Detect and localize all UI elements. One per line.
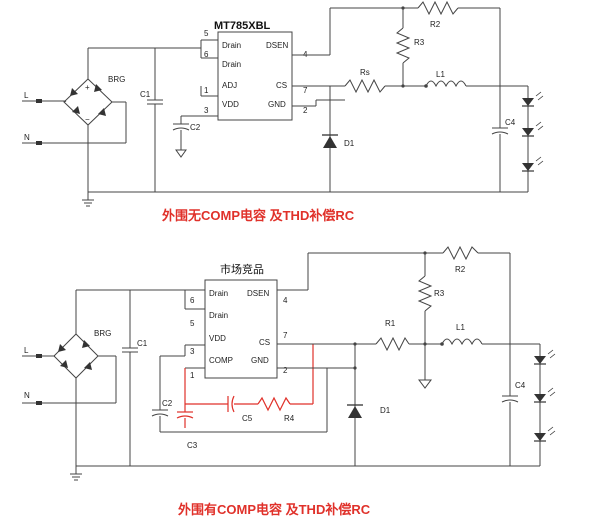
top-rs-label: Rs [360, 68, 370, 77]
bottom-r4-label: R4 [284, 414, 295, 423]
top-pin-vdd: VDD [222, 100, 239, 109]
bottom-r2-label: R2 [455, 265, 466, 274]
bottom-line-n-label: N [24, 391, 30, 400]
top-pin-drain1: Drain [222, 41, 241, 50]
bottom-pin-cs: CS [259, 338, 270, 347]
top-pin-adj: ADJ [222, 81, 237, 90]
bottom-led-3 [533, 426, 556, 442]
bottom-c2-label: C2 [162, 399, 173, 408]
top-bridge-label: BRG [108, 75, 125, 84]
svg-text:+: + [85, 83, 90, 92]
top-caption: 外围无COMP电容 及THD补偿RC [161, 208, 355, 223]
bottom-pin-dsen: DSEN [247, 289, 269, 298]
bottom-schematic: L N BRG C1 市场竞 [22, 245, 556, 481]
bottom-pin-num-5: 5 [190, 319, 195, 328]
top-led-3 [521, 156, 544, 172]
bottom-l1-label: L1 [456, 323, 465, 332]
bottom-comp-network [176, 344, 314, 428]
bottom-led-2 [533, 387, 556, 403]
bottom-c5-label: C5 [242, 414, 253, 423]
bottom-pin-drain2: Drain [209, 311, 228, 320]
top-line-l-label: L [24, 91, 29, 100]
bottom-pin-num-6: 6 [190, 296, 195, 305]
bottom-chip: 市场竞品 Drain Drain VDD COMP DSEN CS GND 6 … [190, 262, 288, 380]
top-led-1 [521, 91, 544, 107]
bottom-c4-label: C4 [515, 381, 526, 390]
bottom-caption: 外围有COMP电容 及THD补偿RC [177, 502, 371, 517]
top-pin-num-5: 5 [204, 29, 209, 38]
bottom-pin-num-4: 4 [283, 296, 288, 305]
top-c2-label: C2 [190, 123, 201, 132]
bottom-pin-num-7: 7 [283, 331, 288, 340]
bottom-chip-title: 市场竞品 [220, 262, 264, 276]
bottom-pin-comp: COMP [209, 356, 233, 365]
top-pin-num-6: 6 [204, 50, 209, 59]
top-pin-num-7: 7 [303, 86, 308, 95]
bottom-pin-num-3: 3 [190, 347, 195, 356]
bottom-led-1 [533, 349, 556, 365]
top-pin-num-2: 2 [303, 106, 308, 115]
top-r2-label: R2 [430, 20, 441, 29]
top-bridge-rectifier: + − BRG [63, 75, 125, 126]
bottom-bridge-rectifier: BRG [53, 329, 111, 379]
svg-text:−: − [85, 115, 90, 124]
bottom-bridge-label: BRG [94, 329, 111, 338]
bottom-d1-label: D1 [380, 406, 391, 415]
bottom-r1-label: R1 [385, 319, 396, 328]
top-led-2 [521, 121, 544, 137]
top-pin-cs: CS [276, 81, 287, 90]
top-r3-label: R3 [414, 38, 425, 47]
bottom-line-l-label: L [24, 346, 29, 355]
top-chip-title: MT785XBL [214, 20, 271, 32]
bottom-c1-label: C1 [137, 339, 148, 348]
top-c1-label: C1 [140, 90, 151, 99]
top-pin-gnd: GND [268, 100, 286, 109]
top-chip: MT785XBL Drain Drain ADJ VDD DSEN CS GND… [204, 20, 308, 121]
bottom-r3-label: R3 [434, 289, 445, 298]
bottom-pin-gnd: GND [251, 356, 269, 365]
top-pin-num-1: 1 [204, 86, 209, 95]
top-d1-label: D1 [344, 139, 355, 148]
top-line-n-label: N [24, 133, 30, 142]
top-pin-dsen: DSEN [266, 41, 288, 50]
top-pin-drain2: Drain [222, 60, 241, 69]
bottom-pin-num-2: 2 [283, 366, 288, 375]
bottom-pin-vdd: VDD [209, 334, 226, 343]
top-schematic: L N + − BRG C1 [22, 0, 544, 207]
top-l1-label: L1 [436, 70, 445, 79]
top-pin-num-3: 3 [204, 106, 209, 115]
bottom-pin-num-1: 1 [190, 371, 195, 380]
bottom-pin-drain1: Drain [209, 289, 228, 298]
top-c4-label: C4 [505, 118, 516, 127]
bottom-c3-label: C3 [187, 441, 198, 450]
